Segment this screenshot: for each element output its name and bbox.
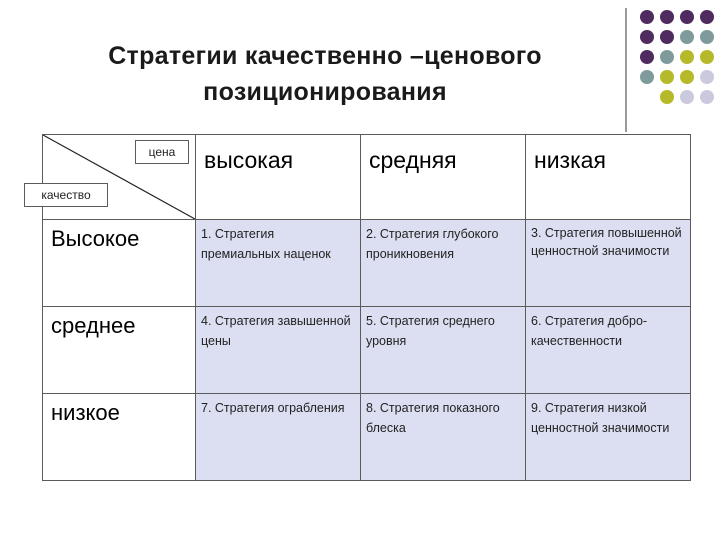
column-header-text: высокая [204, 147, 294, 173]
decorative-dot [640, 30, 654, 44]
column-header-text: низкая [534, 147, 606, 173]
strategy-cell-4: 4. Стратегия завышенной цены [195, 306, 361, 394]
decorative-dot [640, 70, 654, 84]
decorative-dot [680, 10, 694, 24]
strategy-text: 2. Стратегия глубокого проникновения [366, 227, 499, 261]
decorative-dot [660, 10, 674, 24]
strategy-cell-9: 9. Стратегия низкой ценностной значимост… [525, 393, 691, 481]
column-header-low: низкая [525, 134, 691, 220]
strategy-text: 5. Стратегия среднего уровня [366, 314, 495, 348]
row-label-medium: среднее [42, 306, 196, 394]
strategy-text: 3. Стратегия повышенной ценностной значи… [531, 226, 682, 258]
decorative-dot [640, 10, 654, 24]
page-title: Стратегии качественно –ценового позицион… [40, 38, 610, 110]
decorative-dot [660, 90, 674, 104]
title-line-1: Стратегии качественно –ценового [108, 42, 542, 70]
strategy-text: 8. Стратегия показного блеска [366, 401, 500, 435]
column-header-text: средняя [369, 147, 457, 173]
decorative-dot [680, 50, 694, 64]
strategy-text: 6. Стратегия добро-качественности [531, 314, 648, 348]
decorative-dot [660, 50, 674, 64]
decorative-dot [700, 70, 714, 84]
strategy-text: 1. Стратегия премиальных наценок [201, 227, 331, 261]
strategy-text: 7. Стратегия ограбления [201, 401, 345, 415]
price-label: цена [135, 140, 189, 164]
strategy-cell-2: 2. Стратегия глубокого проникновения [360, 219, 526, 307]
decorative-dot [660, 70, 674, 84]
row-label-text: Высокое [51, 226, 140, 251]
column-header-high: высокая [195, 134, 361, 220]
divider-line [625, 8, 627, 132]
decorative-dot [700, 50, 714, 64]
column-header-medium: средняя [360, 134, 526, 220]
strategy-cell-3: 3. Стратегия повышенной ценностной значи… [525, 219, 691, 307]
decorative-dot [640, 50, 654, 64]
decorative-dot [680, 70, 694, 84]
row-label-high: Высокое [42, 219, 196, 307]
strategy-matrix: цена высокая средняя низкая Высокое 1. С… [42, 134, 691, 481]
decorative-dot [700, 10, 714, 24]
corner-diagonal [43, 135, 195, 219]
strategy-cell-5: 5. Стратегия среднего уровня [360, 306, 526, 394]
row-label-low: низкое [42, 393, 196, 481]
row-label-text: среднее [51, 313, 136, 338]
strategy-cell-8: 8. Стратегия показного блеска [360, 393, 526, 481]
table-row: низкое 7. Стратегия ограбления 8. Страте… [42, 393, 691, 481]
table-row: Высокое 1. Стратегия премиальных наценок… [42, 219, 691, 307]
title-line-2: позиционирования [203, 78, 447, 106]
decorative-dot [700, 30, 714, 44]
decorative-dot [680, 30, 694, 44]
table-row: среднее 4. Стратегия завышенной цены 5. … [42, 306, 691, 394]
decorative-dot [660, 30, 674, 44]
decorative-dot [700, 90, 714, 104]
decorative-dot [680, 90, 694, 104]
strategy-cell-6: 6. Стратегия добро-качественности [525, 306, 691, 394]
decorative-dot-grid [640, 10, 720, 120]
strategy-cell-1: 1. Стратегия премиальных наценок [195, 219, 361, 307]
strategy-text: 4. Стратегия завышенной цены [201, 314, 351, 348]
quality-label: качество [24, 183, 108, 207]
header-row: цена высокая средняя низкая [42, 134, 691, 220]
row-label-text: низкое [51, 400, 120, 425]
strategy-cell-7: 7. Стратегия ограбления [195, 393, 361, 481]
strategy-text: 9. Стратегия низкой ценностной значимост… [531, 401, 670, 435]
